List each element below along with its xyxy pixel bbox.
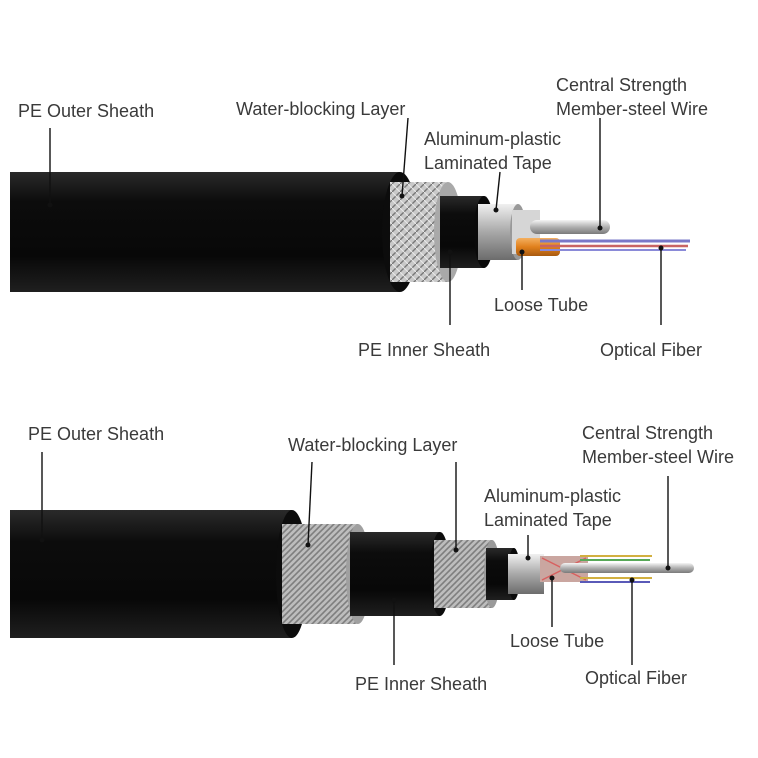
bottom-label-aluminum-tape-line2: Laminated Tape [484, 510, 612, 530]
top-label-water-blocking-layer: Water-blocking Layer [236, 99, 405, 119]
top-label-optical-fiber: Optical Fiber [600, 340, 702, 360]
bottom-cable [10, 510, 694, 638]
top-cable [10, 172, 690, 292]
bottom-label-aluminum-tape-line1: Aluminum-plastic [484, 486, 621, 506]
bottom-label-central-strength-line2: Member-steel Wire [582, 447, 734, 467]
bottom-leader-lines [39, 452, 671, 665]
top-label-pe-inner-sheath: PE Inner Sheath [358, 340, 490, 360]
top-label-central-strength-line2: Member-steel Wire [556, 99, 708, 119]
bottom-label-pe-outer-sheath: PE Outer Sheath [28, 424, 164, 444]
bottom-aluminum-tape [508, 554, 544, 594]
bottom-water-blocking-layer [282, 524, 358, 624]
top-central-strength-member [530, 220, 610, 234]
top-label-aluminum-tape-line1: Aluminum-plastic [424, 129, 561, 149]
bottom-outer-sheath [10, 510, 292, 638]
bottom-label-optical-fiber: Optical Fiber [585, 668, 687, 688]
top-label-central-strength-line1: Central Strength [556, 75, 687, 95]
top-label-aluminum-tape-line2: Laminated Tape [424, 153, 552, 173]
bottom-inner-sheath [350, 532, 440, 616]
bottom-label-central-strength-line1: Central Strength [582, 423, 713, 443]
top-labels: PE Outer Sheath Water-blocking Layer Cen… [18, 75, 708, 360]
bottom-central-strength-member [560, 563, 694, 573]
bottom-label-water-blocking-layer: Water-blocking Layer [288, 435, 457, 455]
bottom-label-pe-inner-sheath: PE Inner Sheath [355, 674, 487, 694]
bottom-labels: PE Outer Sheath Water-blocking Layer Cen… [28, 423, 734, 694]
bottom-label-loose-tube: Loose Tube [510, 631, 604, 651]
top-label-loose-tube: Loose Tube [494, 295, 588, 315]
top-leader-lines [47, 117, 664, 325]
top-label-pe-outer-sheath: PE Outer Sheath [18, 101, 154, 121]
top-outer-sheath [10, 172, 400, 292]
